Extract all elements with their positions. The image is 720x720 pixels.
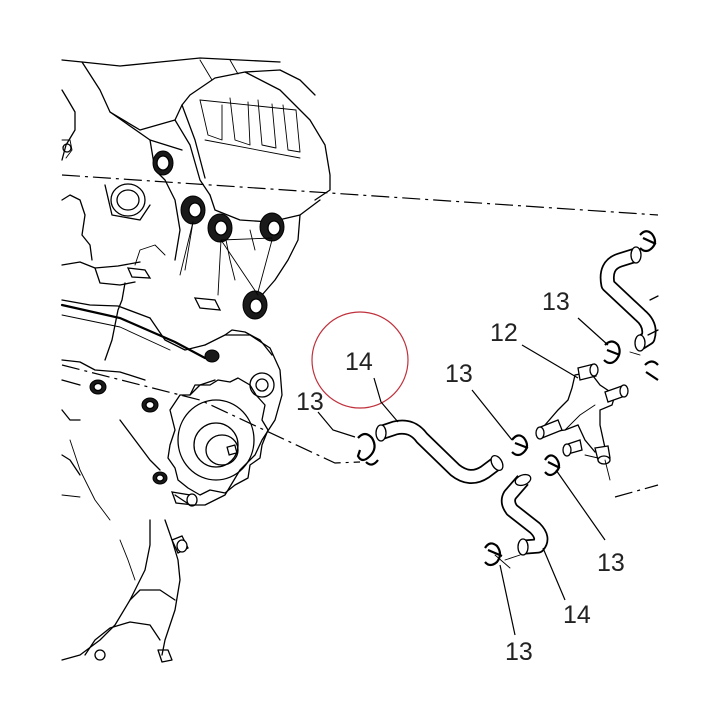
x-connector bbox=[535, 363, 629, 481]
bolt-icon bbox=[180, 195, 206, 225]
clamp-icon bbox=[484, 542, 503, 567]
clamp-icon bbox=[603, 340, 621, 365]
centerlines bbox=[61, 174, 659, 498]
callout-label-connector: 12 bbox=[490, 319, 518, 347]
engine-bolts bbox=[126, 150, 285, 320]
clamp-icon bbox=[511, 434, 529, 457]
callout-label-clamp: 13 bbox=[505, 638, 533, 666]
hose-clamps bbox=[356, 230, 659, 569]
callout-label-clamp: 13 bbox=[597, 549, 625, 577]
callout-label-hose: 14 bbox=[563, 601, 591, 629]
hose-upper bbox=[375, 419, 504, 484]
callout-label-clamp: 13 bbox=[296, 388, 324, 416]
bolt-icon bbox=[259, 212, 285, 242]
engine-block bbox=[60, 57, 331, 663]
clamp-icon bbox=[544, 454, 561, 477]
highlight-circle bbox=[311, 311, 409, 409]
sprocket bbox=[167, 329, 283, 506]
clamp-icon bbox=[639, 230, 657, 253]
clamp-icon bbox=[356, 432, 379, 466]
bolt-icon bbox=[152, 150, 174, 176]
callout-label-hose: 14 bbox=[345, 348, 373, 376]
bolt-icon bbox=[242, 290, 268, 320]
bolt-icon bbox=[207, 213, 233, 243]
hose-lower bbox=[500, 473, 549, 556]
leader-lines bbox=[317, 317, 609, 636]
callout-label-clamp: 13 bbox=[542, 288, 570, 316]
clamp-icon bbox=[644, 360, 659, 381]
callout-labels: 14 13 13 13 12 13 14 13 bbox=[296, 288, 625, 666]
callout-label-clamp: 13 bbox=[445, 360, 473, 388]
hose-right bbox=[599, 246, 659, 352]
